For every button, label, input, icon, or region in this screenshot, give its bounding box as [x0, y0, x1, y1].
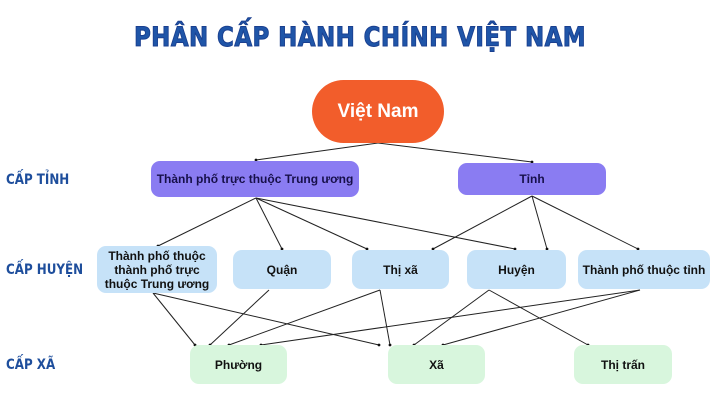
node-quan: Quận	[233, 250, 331, 289]
node-thi-xa: Thị xã	[352, 250, 449, 289]
edge-tinh-tpthuoctinh	[531, 195, 640, 251]
edge-tinh-thixa	[431, 195, 533, 251]
edge-tpthuoc-xa	[152, 292, 381, 347]
edge-quan-phuong	[208, 289, 270, 347]
edge-root-tp-tw	[254, 142, 379, 162]
edge-tpthuoctinh-xa	[441, 289, 641, 347]
edge-tinh-huyen	[531, 195, 549, 251]
edge-tptw-huyen	[255, 197, 517, 251]
node-tinh: Tỉnh	[458, 163, 606, 195]
node-viet-nam: Việt Nam	[312, 80, 444, 143]
node-phuong: Phường	[190, 345, 287, 384]
edge-root-tinh	[377, 142, 534, 164]
node-xa: Xã	[388, 345, 485, 384]
edge-tpthuoctinh-phuong	[259, 289, 641, 347]
edge-huyen-thitran	[488, 289, 590, 347]
edge-tptw-tpthuoc	[156, 197, 257, 248]
node-thanh-pho-truc-thuoc-trung-uong: Thành phố trực thuộc Trung ương	[151, 161, 359, 197]
edge-tpthuoc-phuong	[152, 292, 197, 347]
node-thi-tran: Thị trấn	[574, 345, 672, 384]
node-huyen: Huyện	[467, 250, 566, 289]
level-label-xa: CẤP XÃ	[6, 357, 56, 373]
edge-tptw-quan	[255, 197, 284, 251]
node-thanh-pho-thuoc-tinh: Thành phố thuộc tỉnh	[578, 250, 710, 289]
edge-thixa-xa	[379, 289, 392, 347]
edge-tptw-thixa	[255, 197, 369, 251]
edge-thixa-phuong	[227, 289, 381, 347]
level-label-huyen: CẤP HUYỆN	[6, 262, 84, 278]
node-thanh-pho-thuoc-tp-trung-uong: Thành phố thuộc thành phố trực thuộc Tru…	[97, 246, 217, 293]
page-title: PHÂN CẤP HÀNH CHÍNH VIỆT NAM	[133, 22, 587, 54]
level-label-tinh: CẤP TỈNH	[6, 172, 70, 188]
